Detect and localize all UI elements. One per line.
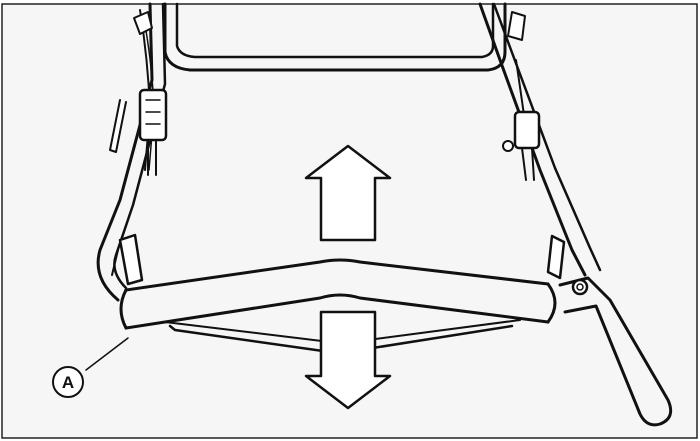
right-extension-arm: [558, 276, 673, 427]
lower-front-bar: [119, 258, 557, 330]
arrow-up: [304, 144, 392, 242]
callout-a-label: A: [62, 373, 74, 392]
left-cable-assembly: [109, 9, 168, 286]
right-handle-tube: [478, 2, 602, 277]
callout-a: A: [52, 366, 84, 398]
callout-a-leader: [85, 337, 129, 371]
upper-handle-bar: [163, 2, 507, 72]
arrow-down: [304, 310, 392, 410]
right-clamp-assembly: [502, 11, 566, 280]
